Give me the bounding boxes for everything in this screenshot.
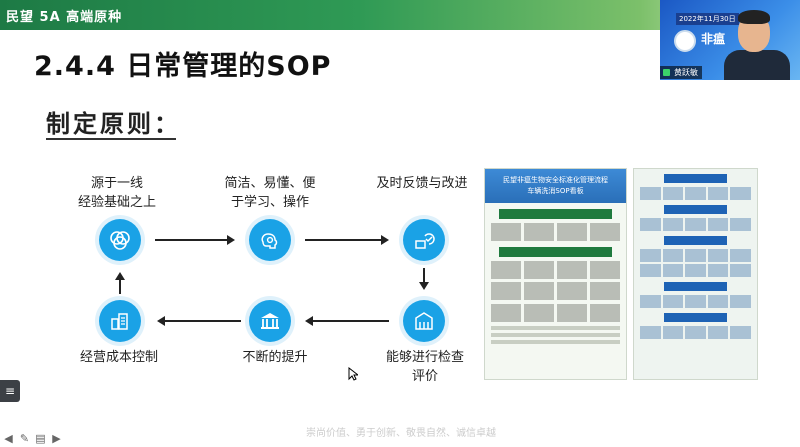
feedback-check-icon: [403, 219, 445, 261]
poster2-photo-grid: [640, 295, 751, 308]
pen-icon[interactable]: ✎: [19, 432, 30, 445]
poster2-section-bar: [664, 313, 727, 322]
node-3-line1: 及时反馈与改进: [376, 176, 468, 191]
node-label-6: 经营成本控制: [64, 348, 174, 367]
poster-table-row: [491, 340, 620, 344]
poster-header: 民望非瘟生物安全标准化管理流程 车辆洗消SOP看板: [485, 169, 626, 203]
poster-photo-grid: [491, 304, 620, 322]
video-banner-text: 非瘟: [701, 32, 726, 46]
poster-table-row: [491, 333, 620, 337]
poster2-photo-grid: [640, 187, 751, 200]
overlap-circles-icon: [99, 219, 141, 261]
poster2-photo-grid: [640, 218, 751, 231]
poster2-photo-grid: [640, 249, 751, 277]
arrow-left-2: [155, 314, 241, 328]
node-4-line1: 能够进行检查: [385, 350, 464, 365]
footer-motto: 崇尚价值、勇于创新、敬畏自然、诚信卓越: [306, 428, 496, 439]
node-label-1: 源于一线 经验基础之上: [62, 174, 172, 212]
arrow-up: [113, 270, 127, 294]
arrow-right-1: [155, 233, 237, 247]
poster-section-bar: [499, 209, 612, 219]
arrow-left-1: [303, 314, 389, 328]
brand-name: 民望 5A 高端原种: [6, 10, 123, 25]
node-label-4: 能够进行检查 评价: [370, 348, 480, 386]
node-label-2: 简洁、易懂、便 于学习、操作: [212, 174, 328, 212]
poster2-section-bar: [664, 205, 727, 214]
poster-photo-grid: [491, 261, 620, 300]
node-2-line1: 简洁、易懂、便: [224, 176, 316, 191]
node-6-line1: 经营成本控制: [79, 350, 158, 365]
prev-arrow-icon[interactable]: ◀: [4, 432, 13, 445]
arrow-right-2: [305, 233, 391, 247]
slides-grid-icon[interactable]: ▤: [35, 432, 46, 445]
brain-gear-icon: [249, 219, 291, 261]
poster2-section-bar: [664, 282, 727, 291]
inspection-building-icon: [403, 300, 445, 342]
speaker-name-tag: 黄跃敏: [660, 66, 702, 79]
video-date: 2022年11月30日: [676, 13, 739, 25]
institution-icon: [249, 300, 291, 342]
org-emblem-icon: [674, 30, 696, 52]
sop-poster-steps: [633, 168, 758, 380]
poster2-photo-grid: [640, 326, 751, 339]
slide-subtitle: 制定原则：: [46, 109, 181, 138]
list-panel-icon[interactable]: ≡: [0, 380, 20, 402]
poster-table-row: [491, 326, 620, 330]
slide-title: 2.4.4 日常管理的SOP: [34, 51, 332, 82]
poster-head-line1: 民望非瘟生物安全标准化管理流程: [503, 176, 608, 184]
poster-photo-grid: [491, 223, 620, 241]
arrow-down: [417, 268, 431, 292]
poster-head-line2: 车辆洗消SOP看板: [527, 187, 584, 195]
mouse-cursor-icon: [348, 366, 360, 385]
node-1-line2: 经验基础之上: [77, 195, 156, 210]
node-label-5: 不断的提升: [220, 348, 330, 367]
poster-section-bar: [499, 247, 612, 257]
node-5-line1: 不断的提升: [242, 350, 308, 365]
node-4-line2: 评价: [411, 369, 438, 384]
presentation-toolbar: ◀ ✎ ▤ ▶: [2, 432, 63, 445]
node-2-line2: 于学习、操作: [230, 195, 309, 210]
sop-poster-vehicle: 民望非瘟生物安全标准化管理流程 车辆洗消SOP看板: [484, 168, 627, 380]
node-label-3: 及时反馈与改进: [362, 174, 482, 193]
node-1-line1: 源于一线: [90, 176, 143, 191]
poster2-section-bar: [664, 174, 727, 183]
subtitle-underline: [46, 138, 176, 140]
speaker-body: [724, 50, 790, 80]
speaker-video[interactable]: 2022年11月30日 非瘟 黄跃敏: [660, 0, 800, 80]
speaker-hair: [738, 10, 770, 24]
city-cost-icon: [99, 300, 141, 342]
next-arrow-icon[interactable]: ▶: [52, 432, 61, 445]
poster2-section-bar: [664, 236, 727, 245]
